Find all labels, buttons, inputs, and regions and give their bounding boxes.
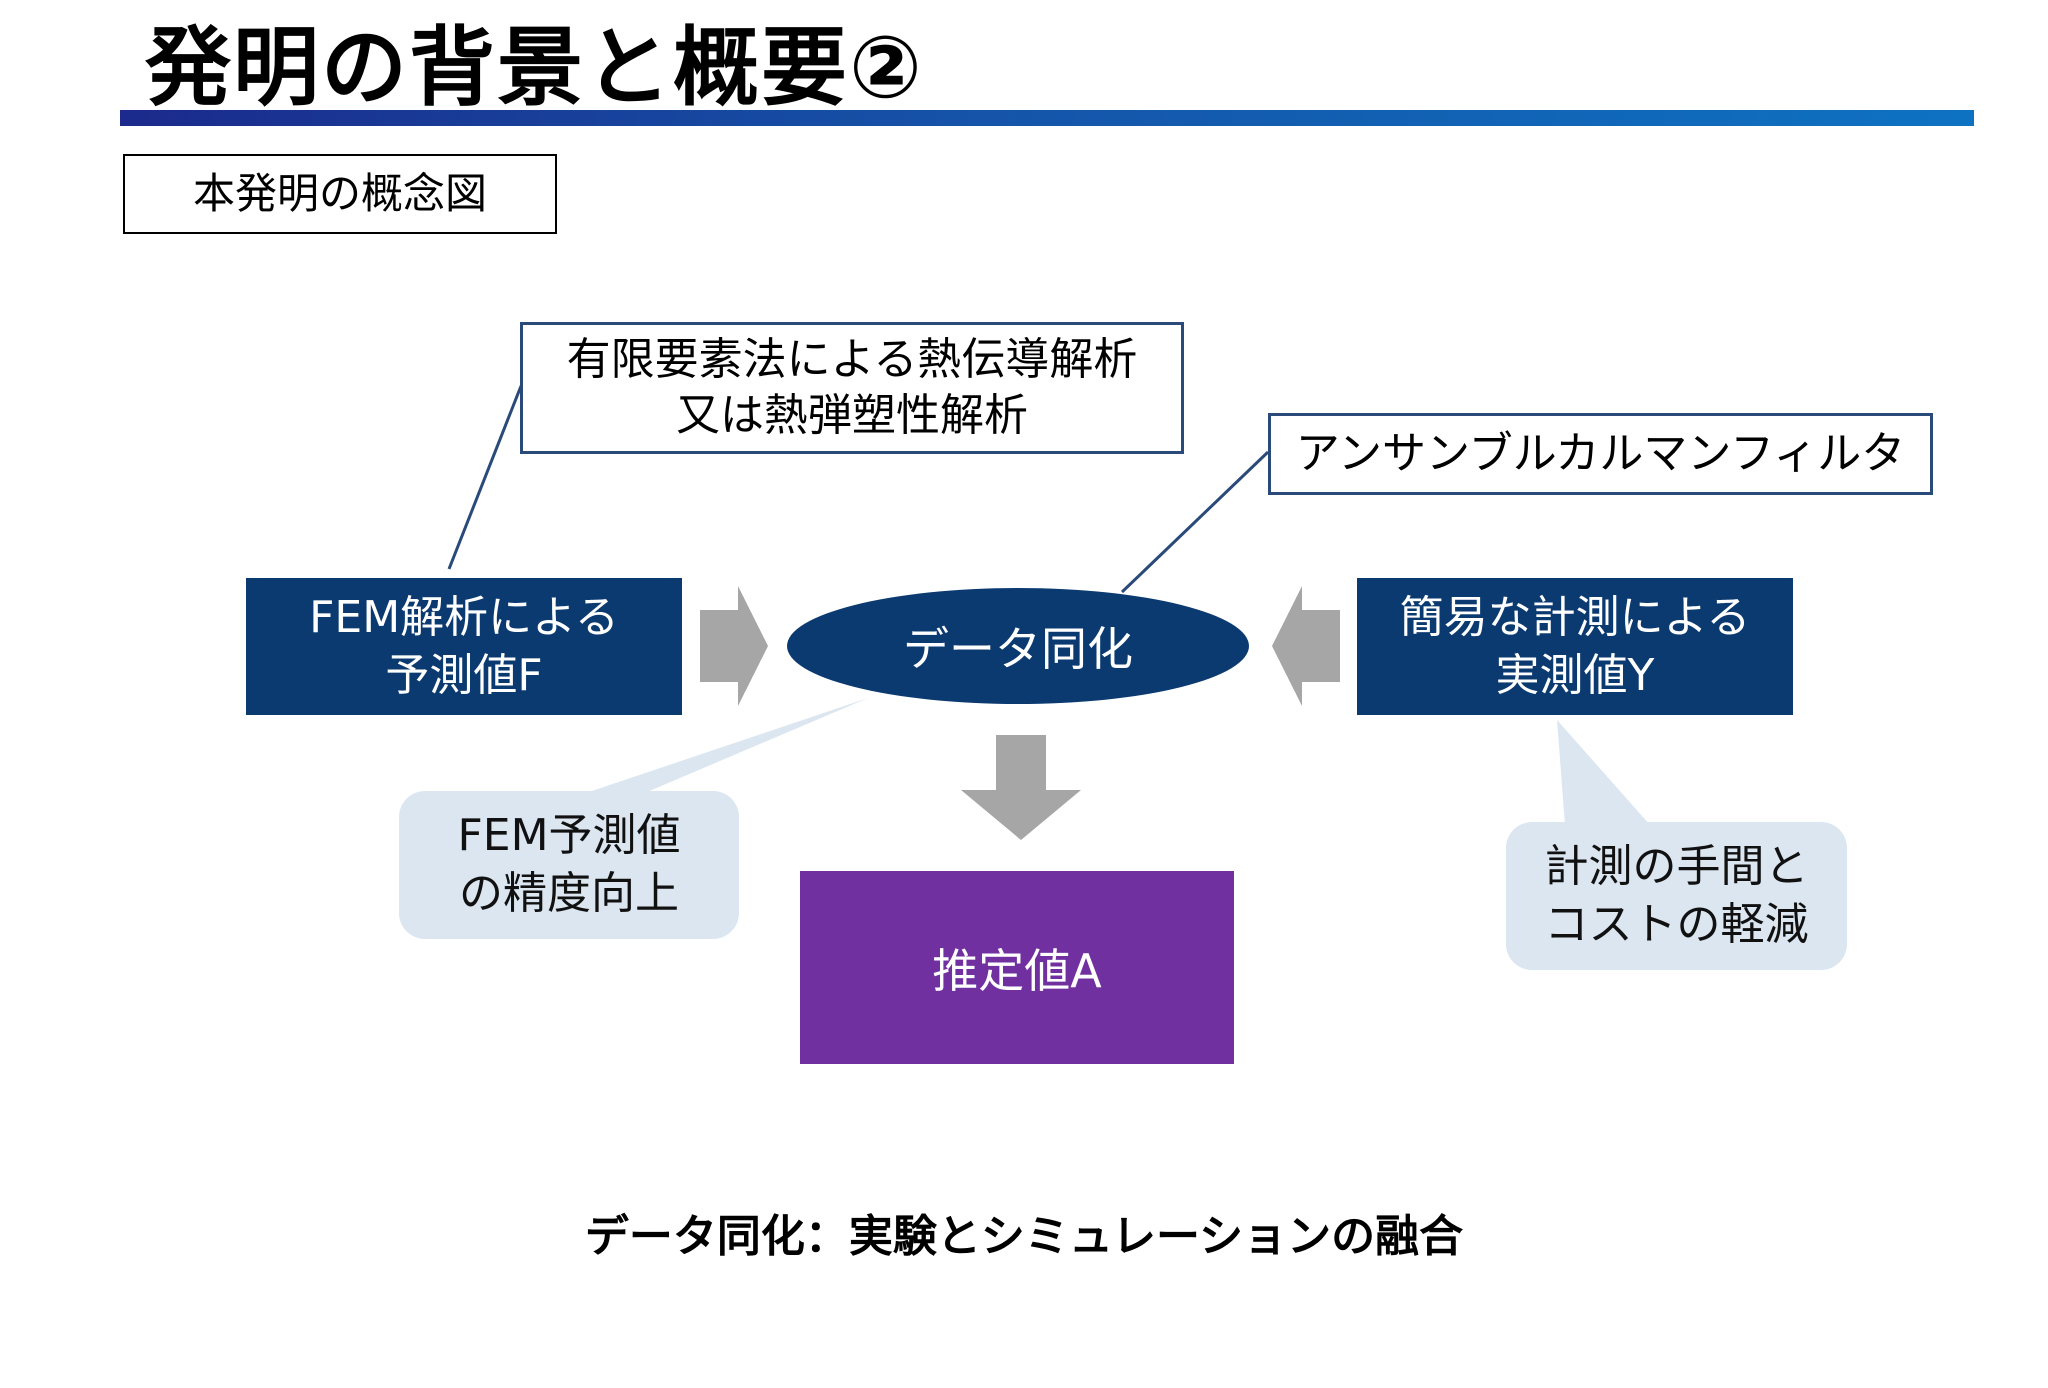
estimate-result-label: 推定値A bbox=[932, 943, 1102, 998]
filter-method-note-text: アンサンブルカルマンフィルタ bbox=[1295, 428, 1906, 479]
slide-title: 発明の背景と概要② bbox=[145, 18, 924, 118]
title-underline-bar bbox=[120, 110, 1974, 126]
measurement-line-1: 簡易な計測による bbox=[1399, 591, 1751, 643]
fem-prediction-line-2: 予測値F bbox=[385, 649, 543, 701]
fem-prediction-line-1: FEM解析による bbox=[309, 591, 619, 643]
filter-method-note: アンサンブルカルマンフィルタ bbox=[1268, 413, 1933, 495]
section-label-text: 本発明の概念図 bbox=[192, 169, 487, 218]
accuracy-bubble: FEM予測値 の精度向上 bbox=[399, 791, 739, 939]
arrow-left-icon bbox=[1272, 586, 1340, 706]
cost-bubble-line-1: 計測の手間と bbox=[1544, 841, 1809, 892]
measurement-line-2: 実測値Y bbox=[1495, 649, 1655, 701]
cost-reduction-bubble: 計測の手間と コストの軽減 bbox=[1506, 822, 1847, 970]
arrow-right-icon bbox=[700, 586, 768, 706]
section-label: 本発明の概念図 bbox=[123, 154, 557, 234]
fem-method-note-line-1: 有限要素法による熱伝導解析 bbox=[566, 334, 1138, 385]
accuracy-bubble-line-1: FEM予測値 bbox=[457, 810, 681, 861]
fem-note-leader-line bbox=[447, 385, 523, 570]
fem-prediction-box: FEM解析による 予測値F bbox=[246, 578, 682, 715]
arrow-down-icon bbox=[961, 735, 1081, 840]
bubble-right-tail bbox=[1557, 720, 1650, 825]
accuracy-bubble-line-2: の精度向上 bbox=[459, 868, 679, 919]
measurement-box: 簡易な計測による 実測値Y bbox=[1357, 578, 1793, 715]
estimate-result-box: 推定値A bbox=[800, 871, 1234, 1064]
fem-method-note-line-2: 又は熱弾塑性解析 bbox=[676, 390, 1028, 441]
slide-caption: データ同化：実験とシミュレーションの融合 bbox=[584, 1211, 1464, 1262]
filter-note-leader-line bbox=[1120, 450, 1270, 594]
fem-method-note: 有限要素法による熱伝導解析 又は熱弾塑性解析 bbox=[520, 322, 1184, 454]
data-assimilation-label: データ同化 bbox=[903, 622, 1133, 676]
bubble-left-tail bbox=[580, 698, 868, 795]
data-assimilation-node: データ同化 bbox=[787, 588, 1249, 704]
cost-bubble-line-2: コストの軽減 bbox=[1544, 899, 1809, 950]
